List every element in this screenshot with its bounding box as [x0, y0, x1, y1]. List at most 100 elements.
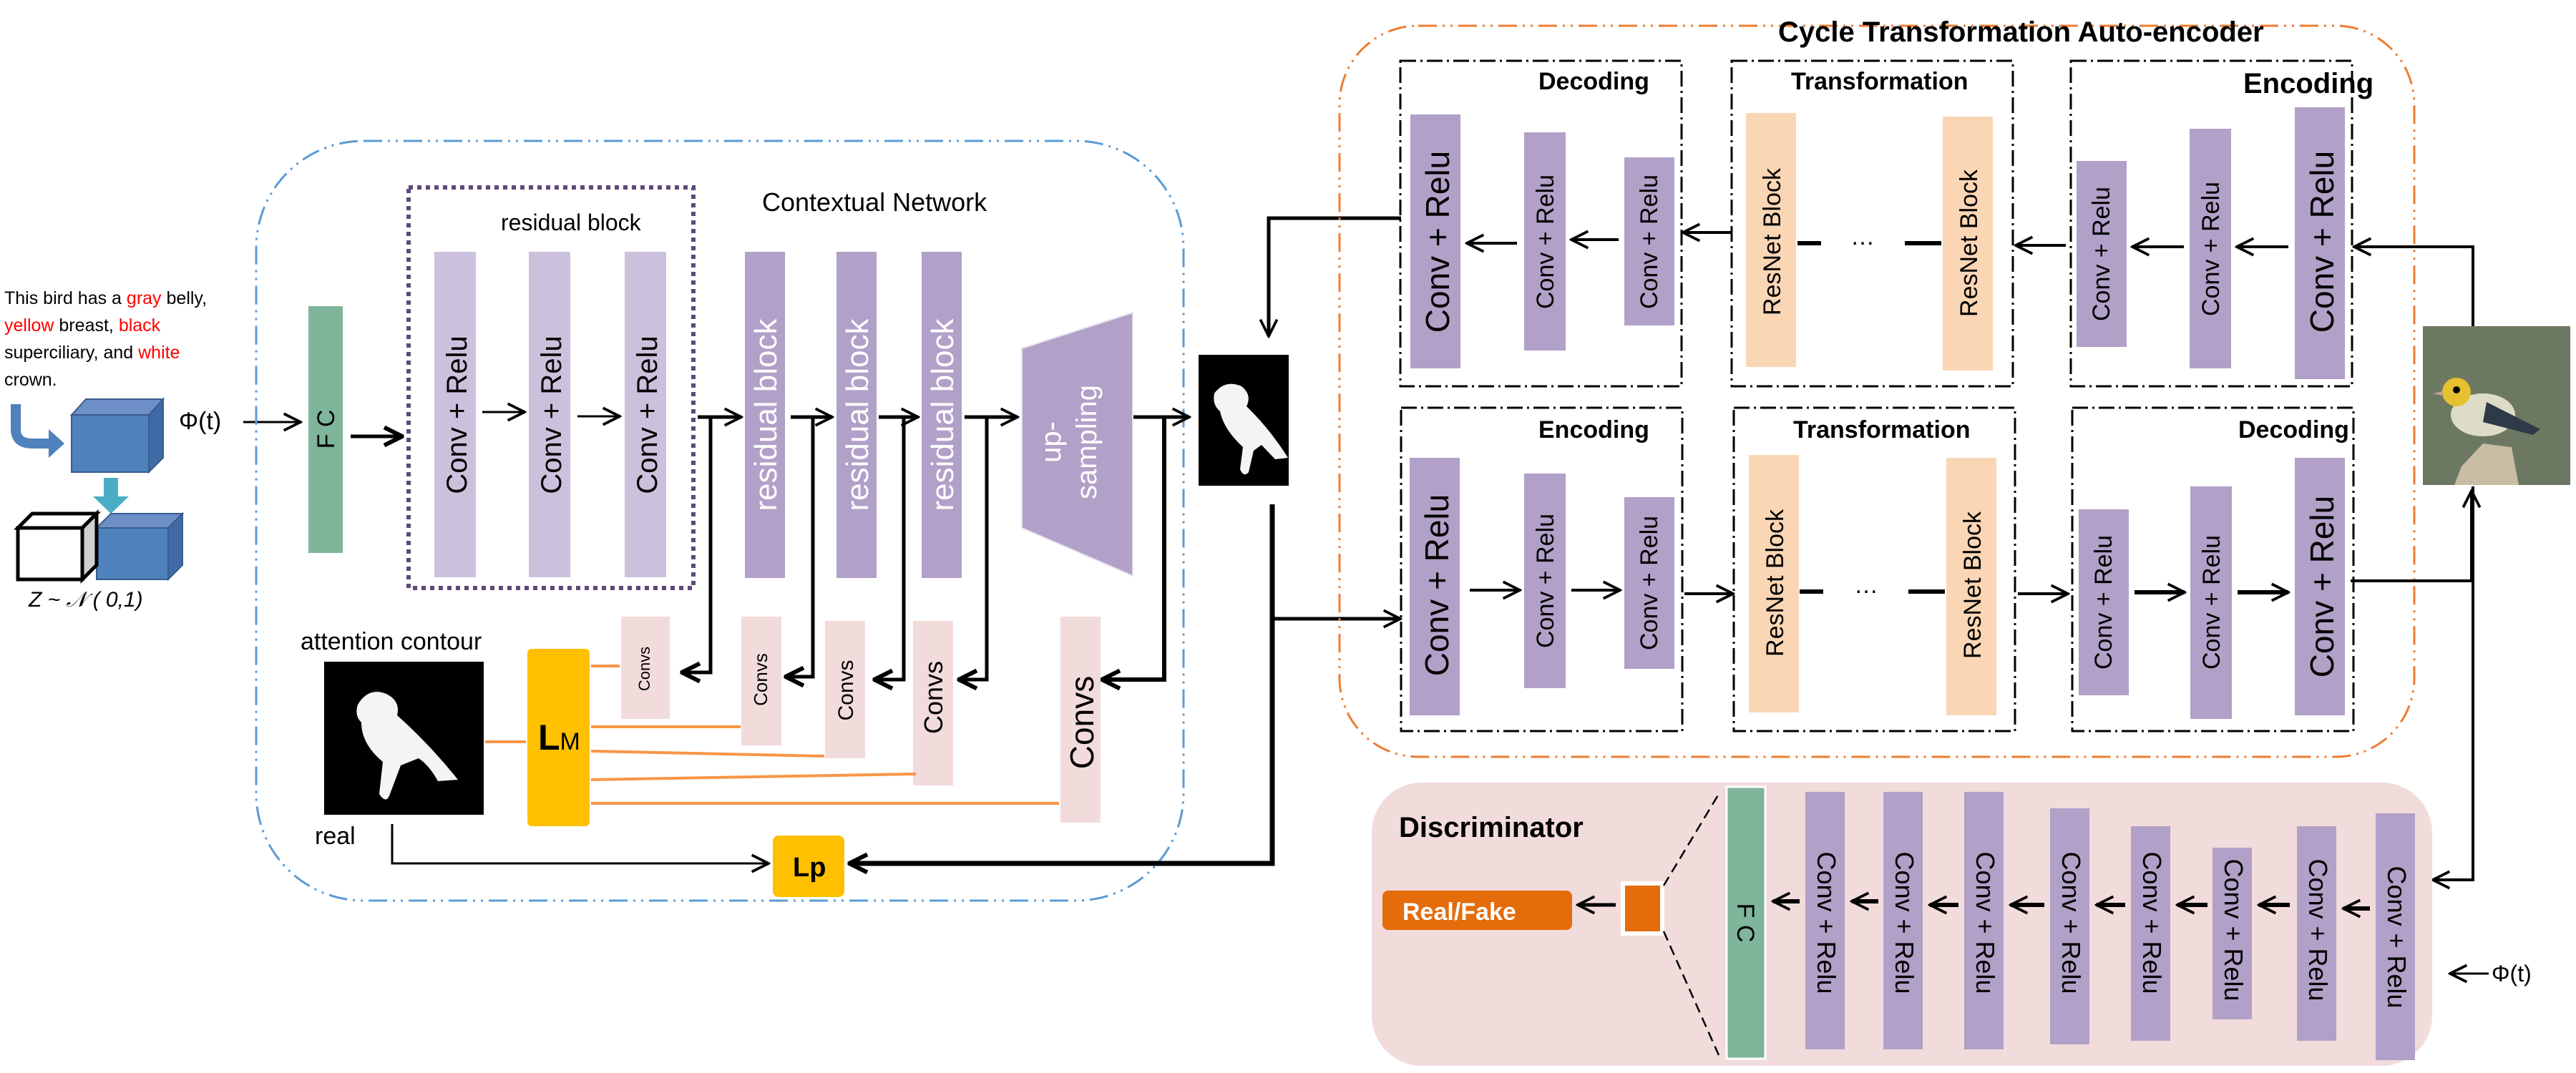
disc-conv-relu-layer	[1883, 792, 1923, 1049]
layer-label: Conv + Relu	[2090, 535, 2117, 670]
convs-label: Convs	[919, 661, 948, 734]
convs-layer	[825, 621, 865, 758]
layer-label: Conv + Relu	[1532, 514, 1559, 648]
perceptual-loss-box	[773, 836, 844, 897]
decoding-frame	[2071, 406, 2355, 733]
resnet-label: ResNet Block	[1959, 511, 1986, 659]
bird-wing-icon	[2483, 402, 2540, 435]
top-decoding-group: Decoding Conv + Relu Conv + Relu Conv + …	[1399, 59, 1683, 388]
group-title: Transformation	[1791, 68, 1968, 95]
noise-side	[80, 509, 99, 584]
real-fake-label: Real/Fake	[1402, 898, 1516, 926]
bottom-encoding-group: Encoding Conv + Relu Conv + Relu Conv + …	[1400, 406, 1684, 733]
bird-silhouette-icon	[356, 692, 458, 800]
layer-label: Conv + Relu	[1418, 494, 1455, 676]
mask-loss-label: LM	[538, 717, 580, 758]
residual-block-layer	[836, 252, 877, 578]
arrow-generated-to-lp	[849, 504, 1275, 863]
caption-seg: crown.	[4, 370, 57, 390]
caption-seg: This bird has a	[4, 288, 127, 308]
group-title: Decoding	[1538, 68, 1649, 95]
caption-seg: superciliary, and	[4, 343, 139, 363]
layer-label: Conv + Relu	[2197, 182, 2225, 316]
layer-label: Conv + Relu	[1812, 851, 1841, 994]
layer-label: Conv + Relu	[2137, 851, 2167, 994]
noise-concat-icon	[13, 509, 185, 584]
noise-label: Z ~ 𝒩 ( 0,1)	[28, 588, 143, 612]
resnet-block	[1946, 458, 1996, 715]
zoom-guide-line	[1662, 931, 1720, 1056]
text-embedding-cube-icon	[71, 414, 150, 473]
disc-conv-relu-layer	[2212, 848, 2252, 1019]
transformation-frame	[1732, 406, 2016, 733]
bottom-transformation-group: Transformation ResNet Block ResNet Block…	[1732, 406, 2016, 733]
caption-highlight-white: white	[138, 343, 180, 363]
residual-block-label: residual block	[748, 318, 784, 511]
layer-label: Conv + Relu	[2303, 496, 2341, 677]
disc-conv-relu-layer	[2050, 808, 2089, 1044]
conv-relu-layer	[1524, 132, 1566, 351]
residual-block-layer	[922, 252, 962, 578]
fc-layer	[308, 306, 343, 553]
residual-blocks: residual block residual block residual b…	[745, 252, 962, 578]
disc-conv-relu-layer	[1805, 792, 1845, 1049]
residual-block-frame	[406, 185, 696, 590]
output-node	[1621, 881, 1664, 936]
conv-relu-layer	[1410, 114, 1460, 368]
convs-layer	[621, 617, 670, 719]
residual-block-layer	[745, 252, 785, 578]
skip-line	[682, 417, 713, 672]
embedding-block	[96, 527, 169, 580]
disc-fc-label: F C	[1732, 903, 1759, 943]
layer-label: Conv + Relu	[1419, 151, 1456, 333]
resnet-block	[1746, 113, 1796, 367]
cube-top	[69, 398, 165, 416]
resnet-label: ResNet Block	[1759, 167, 1786, 315]
resnet-block	[1943, 117, 1993, 371]
layer-label: Conv + Relu	[1636, 516, 1663, 650]
residual-block-caption: residual block	[501, 210, 642, 235]
convs-label: Convs	[750, 653, 771, 706]
conv-relu-layer	[1624, 157, 1674, 325]
concat-arrow-icon	[93, 478, 129, 514]
disc-conv-relu-layer	[2376, 813, 2415, 1060]
layer-label: Conv + Relu	[441, 335, 473, 494]
residual-inner-layers: Conv + Relu Conv + Relu Conv + Relu	[434, 252, 666, 577]
bird-photo	[2423, 326, 2570, 485]
residual-block-label: residual block	[840, 318, 875, 511]
layer-label: Conv + Relu	[1971, 851, 2000, 994]
caption-highlight-yellow: yellow	[4, 315, 54, 335]
discriminator-arrows	[1773, 901, 2370, 908]
conv-relu-layer	[2190, 129, 2231, 368]
arrow-image-to-discriminator	[2433, 486, 2474, 880]
resnet-label: ResNet Block	[1956, 169, 1983, 317]
text-encoder-icon	[11, 397, 165, 474]
cycle-autoencoder-title: Cycle Transformation Auto-encoder	[1778, 16, 2264, 48]
conv-relu-layer	[2079, 509, 2129, 695]
conv-relu-layer	[529, 252, 570, 577]
arrow-real-to-lp	[391, 824, 769, 863]
generated-mask-image	[1199, 355, 1289, 486]
discriminator-title: Discriminator	[1399, 812, 1584, 843]
group-title: Decoding	[2238, 416, 2349, 444]
resnet-block	[1749, 455, 1799, 712]
layer-label: Conv + Relu	[1890, 851, 1919, 994]
noise-block	[16, 526, 84, 582]
layer-label: Conv + Relu	[2219, 858, 2248, 1001]
layer-label: Conv + Relu	[536, 335, 567, 494]
bird-eye-icon	[2453, 386, 2460, 393]
convs-label: Convs	[635, 647, 653, 691]
disc-phi-label: Φ(t)	[2492, 961, 2532, 986]
conv-relu-layer	[2295, 458, 2345, 715]
loss-connections	[485, 665, 1059, 805]
caption-highlight-gray: gray	[126, 288, 162, 308]
perceptual-loss-label: Lp	[793, 853, 826, 883]
convs-layer	[913, 621, 953, 785]
arrow-decoder-to-mask	[1269, 216, 1401, 336]
phi-label: Φ(t)	[179, 408, 221, 435]
resnet-label: ResNet Block	[1762, 509, 1789, 657]
bird-beak-icon	[2433, 391, 2442, 396]
layer-label: Conv + Relu	[2057, 851, 2086, 994]
connector	[590, 773, 917, 781]
